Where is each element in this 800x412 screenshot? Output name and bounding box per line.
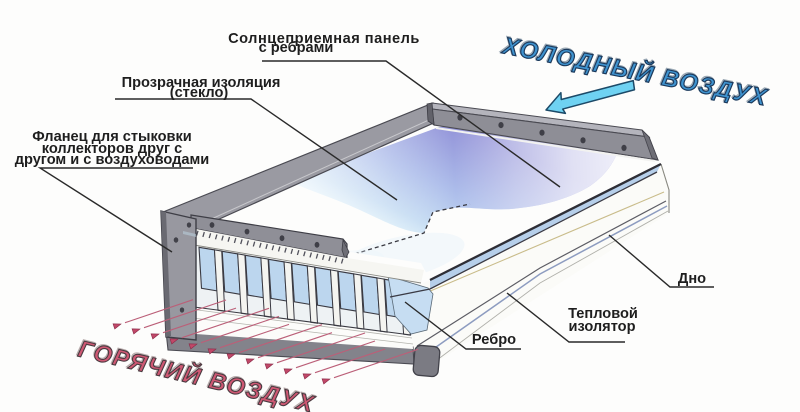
svg-text:коллекторов друг с: коллекторов друг с [42, 141, 183, 157]
svg-text:(стекло): (стекло) [170, 85, 229, 101]
svg-text:другом и с воздуховодами: другом и с воздуховодами [15, 152, 210, 168]
svg-text:изолятор: изолятор [569, 319, 636, 335]
svg-text:Ребро: Ребро [472, 332, 516, 348]
svg-text:Солнцеприемная панель: Солнцеприемная панель [228, 31, 420, 47]
svg-text:с ребрами: с ребрами [259, 40, 334, 56]
svg-text:Дно: Дно [678, 271, 706, 287]
svg-text:Тепловой: Тепловой [568, 306, 638, 322]
svg-text:Прозрачная изоляция: Прозрачная изоляция [122, 75, 281, 91]
svg-text:ХОЛОДНЫЙ ВОЗДУХ: ХОЛОДНЫЙ ВОЗДУХ [499, 30, 770, 111]
svg-text:Фланец для стыковки: Фланец для стыковки [32, 129, 192, 145]
